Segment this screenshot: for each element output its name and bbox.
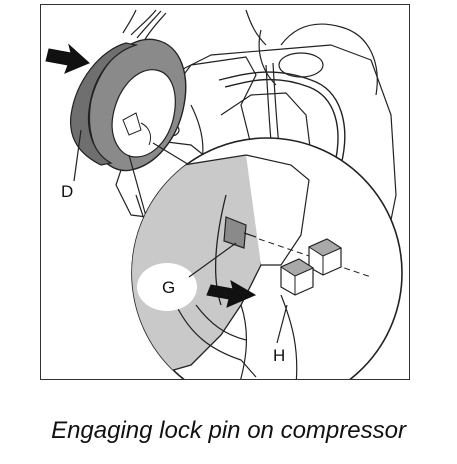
leader-line-d bbox=[73, 129, 82, 182]
figure-caption: Engaging lock pin on compressor bbox=[51, 417, 406, 444]
detail-inset bbox=[131, 137, 403, 379]
lock-block-upper bbox=[307, 238, 343, 276]
compressor-illustration bbox=[45, 9, 403, 379]
diagram-frame: D G H bbox=[40, 4, 410, 380]
callout-label-g: G bbox=[162, 278, 176, 297]
callout-label-h: H bbox=[273, 346, 286, 365]
callout-label-d: D bbox=[61, 182, 74, 201]
clutch-ring bbox=[69, 38, 187, 172]
pull-arrow-icon bbox=[206, 279, 257, 308]
lock-block-lower bbox=[279, 258, 315, 296]
push-arrow-icon bbox=[45, 43, 90, 74]
